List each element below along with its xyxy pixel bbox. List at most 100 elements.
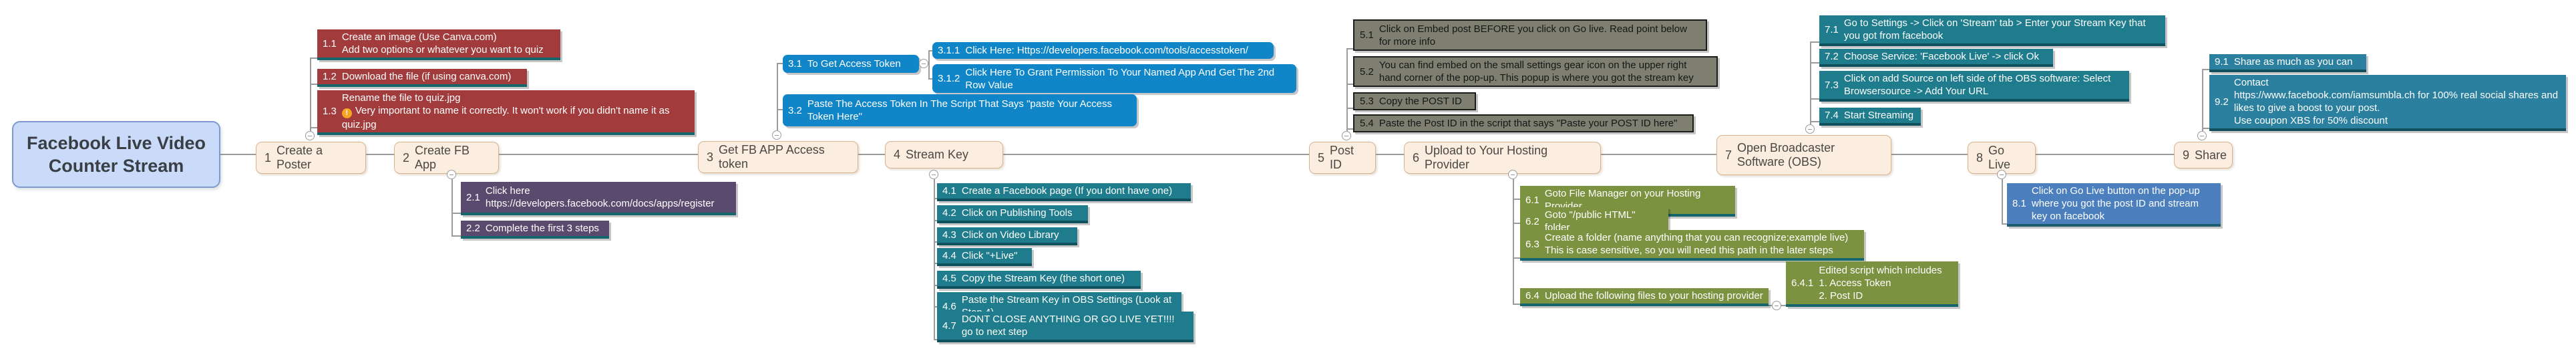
topic-label: Get FB APP Access token [719, 143, 825, 170]
connector-line [1891, 154, 1968, 155]
topic-node-6[interactable]: 6 Upload to Your Hosting Provider [1404, 142, 1601, 174]
subtopic-text: Choose Service: 'Facebook Live' -> click… [1843, 51, 2039, 62]
connector-line [1810, 41, 1819, 43]
subtopic-number: 1.2 [323, 71, 337, 82]
connector-line [310, 127, 317, 128]
connector-line [1346, 84, 1353, 85]
topic-number: 3 [707, 150, 714, 164]
subtopic-text: Create a Facebook page (If you dont have… [961, 185, 1173, 197]
topic-number: 1 [264, 150, 272, 164]
collapse-icon[interactable] [1997, 170, 2006, 179]
collapse-icon[interactable] [1805, 124, 1815, 134]
collapse-icon[interactable] [447, 170, 456, 179]
subtopic-number: 6.3 [1525, 238, 1539, 250]
collapse-icon[interactable] [1508, 170, 1517, 179]
subtopic-text: DONT CLOSE ANYTHING OR GO LIVE YET!!!! g… [961, 314, 1175, 338]
warning-icon: ! [341, 108, 352, 118]
subtopic-number: 9.1 [2215, 56, 2229, 68]
subtopic-number: 4.2 [942, 207, 956, 219]
collapse-icon[interactable] [929, 170, 938, 179]
collapse-icon[interactable] [919, 59, 928, 68]
connector-line [310, 84, 317, 85]
subtopic-number: 3.2 [788, 104, 802, 116]
root-node[interactable]: Facebook Live Video Counter Stream [12, 121, 220, 188]
connector-line [310, 59, 311, 131]
subtopic-number: 6.2 [1525, 215, 1539, 227]
collapse-icon[interactable] [772, 130, 781, 140]
subtopic-text: Create a folder (name anything that you … [1544, 232, 1849, 256]
subtopic-6-4-1[interactable]: 6.4.1 Edited script which includes 1. Acc… [1786, 261, 1958, 307]
topic-number: 4 [894, 148, 901, 161]
collapse-icon[interactable] [2197, 131, 2207, 140]
collapse-icon[interactable] [305, 131, 315, 140]
subtopic-number: 9.2 [2215, 96, 2229, 108]
subtopic-text: Go to Settings -> Click on 'Stream' tab … [1843, 17, 2146, 41]
subtopic-text: Paste the Post ID in the script that say… [1378, 118, 1678, 129]
subtopic-number: 3.1.2 [938, 73, 960, 84]
connector-line [2202, 70, 2203, 131]
topic-node-3[interactable]: 3 Get FB APP Access token [698, 141, 858, 173]
topic-label: Open Broadcaster Software (OBS) [1737, 141, 1835, 168]
subtopic-number: 6.4.1 [1791, 277, 1814, 289]
collapse-icon[interactable] [1772, 301, 1781, 310]
subtopic-text: Upload the following files to your hosti… [1544, 290, 1763, 302]
connector-line [1346, 128, 1353, 130]
subtopic-9-1[interactable]: 9.1 Share as much as you can [2209, 54, 2366, 72]
topic-label: Upload to Your Hosting Provider [1425, 144, 1548, 171]
subtopic-number: 1.3 [323, 106, 337, 117]
connector-line [928, 49, 932, 51]
connector-line [1513, 223, 1520, 224]
connector-line [777, 62, 783, 64]
connector-line [1376, 154, 1404, 155]
subtopic-text: Edited script which includes 1. Access T… [1819, 264, 1942, 302]
subtopic-text: Complete the first 3 steps [485, 223, 599, 234]
subtopic-text: Share as much as you can [2233, 56, 2353, 68]
connector-line [934, 339, 937, 340]
subtopic-number: 1.1 [323, 37, 337, 49]
subtopic-number: 5.1 [1360, 29, 1374, 41]
subtopic-text: Create an image (Use Canva.com) Add two … [341, 31, 544, 55]
connector-line [1346, 108, 1353, 109]
collapse-icon[interactable] [1342, 131, 1351, 140]
topic-number: 6 [1413, 150, 1420, 164]
subtopic-text: Goto File Manager on your Hosting Provid… [1544, 188, 1701, 212]
connector-line [934, 306, 937, 308]
subtopic-1-1[interactable]: 1.1 Create an image (Use Canva.com) Add t… [317, 29, 560, 60]
connector-line [1810, 98, 1819, 100]
subtopic-6-3[interactable]: 6.3 Create a folder (name anything that y… [1520, 230, 1864, 261]
connector-line [220, 154, 256, 155]
